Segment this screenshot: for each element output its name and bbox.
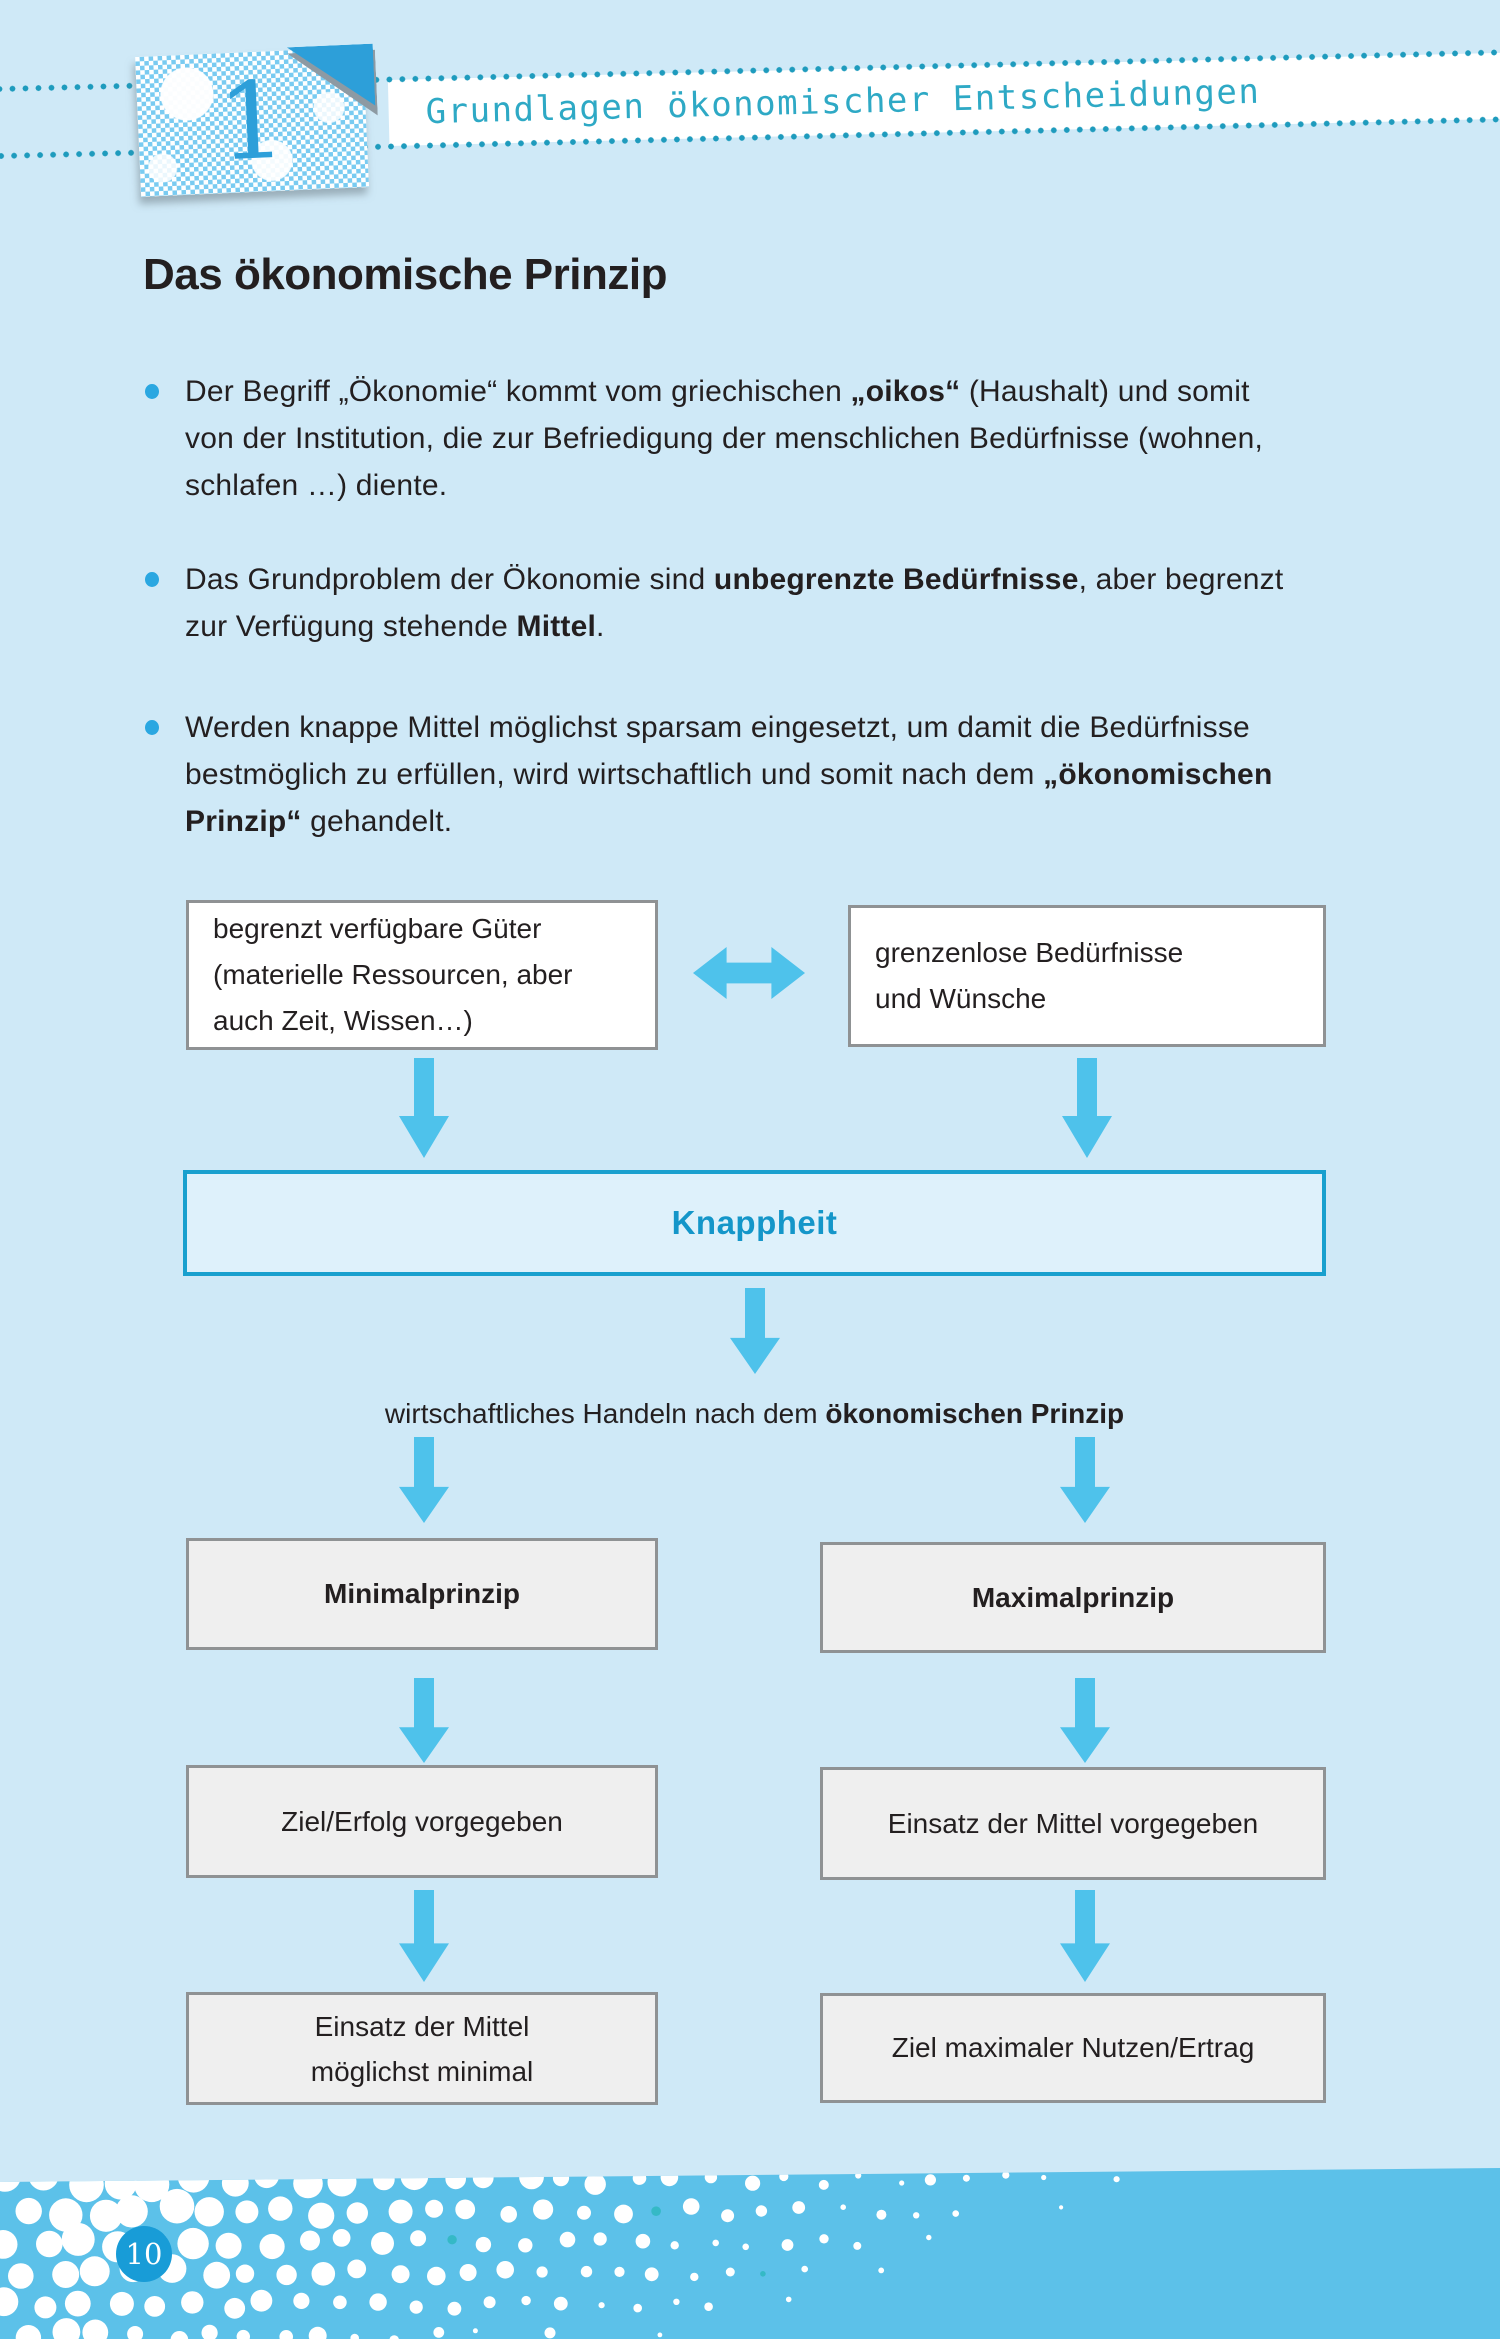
diagram-box-maximal-principle: Maximalprinzip <box>820 1542 1326 1653</box>
diagram-box-minimal-principle: Minimalprinzip <box>186 1538 658 1650</box>
diagram-box-text: grenzenlose Bedürfnisse und Wünsche <box>875 937 1184 1014</box>
diagram-box-scarcity: Knappheit <box>183 1170 1326 1276</box>
double-arrow-icon <box>693 947 805 999</box>
bullet-item: Der Begriff „Ökonomie“ kommt vom griechi… <box>145 368 1295 509</box>
chapter-number: 1 <box>215 58 289 185</box>
diagram-box-text: begrenzt verfügbare Güter (materielle Re… <box>213 913 573 1036</box>
page-number: 10 <box>125 2237 163 2271</box>
diagram-box-maximal-result: Ziel maximaler Nutzen/Ertrag <box>820 1993 1326 2103</box>
diagram-box-text: Maximalprinzip <box>971 1581 1175 1613</box>
diagram-box-maximal-given: Einsatz der Mittel vorgegeben <box>820 1767 1326 1880</box>
bullet-dot-icon <box>145 720 159 735</box>
halftone-dots <box>0 2168 1120 2339</box>
bullet-text: Der Begriff „Ökonomie“ kommt vom griechi… <box>185 375 1264 502</box>
diagram-box-unlimited-needs: grenzenlose Bedürfnisse und Wünsche <box>848 905 1326 1047</box>
diagram-box-text: Minimalprinzip <box>324 1578 520 1609</box>
down-arrow-icon <box>1062 1058 1112 1158</box>
diagram-box-text: Ziel maximaler Nutzen/Ertrag <box>891 2032 1255 2063</box>
diagram-box-limited-goods: begrenzt verfügbare Güter (materielle Re… <box>186 900 658 1050</box>
diagram-box-minimal-result: Einsatz der Mittel möglichst minimal <box>186 1992 658 2105</box>
bullet-text: Werden knappe Mittel möglichst sparsam e… <box>185 711 1273 838</box>
diagram-box-text: Einsatz der Mittel möglichst minimal <box>310 2010 534 2087</box>
bullet-dot-icon <box>145 384 159 399</box>
down-arrow-icon <box>1060 1678 1110 1763</box>
diagram-box-text: Einsatz der Mittel vorgegeben <box>887 1807 1259 1839</box>
diagram-box-minimal-given: Ziel/Erfolg vorgegeben <box>186 1765 658 1878</box>
scarcity-label: Knappheit <box>671 1204 838 1241</box>
down-arrow-icon <box>1060 1437 1110 1523</box>
diagram-box-text: Ziel/Erfolg vorgegeben <box>281 1805 563 1837</box>
chapter-number-badge: 1 <box>135 47 369 197</box>
down-arrow-icon <box>399 1437 449 1523</box>
bullet-item: Das Grundproblem der Ökonomie sind unbeg… <box>145 556 1295 650</box>
down-arrow-icon <box>399 1890 449 1982</box>
diagram-caption: wirtschaftliches Handeln nach dem ökonom… <box>384 1398 1125 1429</box>
down-arrow-icon <box>1060 1890 1110 1982</box>
page-number-badge: 10 <box>116 2226 172 2282</box>
bullet-text: Das Grundproblem der Ökonomie sind unbeg… <box>185 563 1284 643</box>
page-title: Das ökonomische Prinzip <box>143 250 667 299</box>
down-arrow-icon <box>399 1678 449 1763</box>
bullet-item: Werden knappe Mittel möglichst sparsam e… <box>145 704 1295 845</box>
down-arrow-icon <box>730 1288 780 1374</box>
down-arrow-icon <box>399 1058 449 1158</box>
footer-band: 10 <box>0 2168 1500 2339</box>
bullet-dot-icon <box>145 572 159 587</box>
